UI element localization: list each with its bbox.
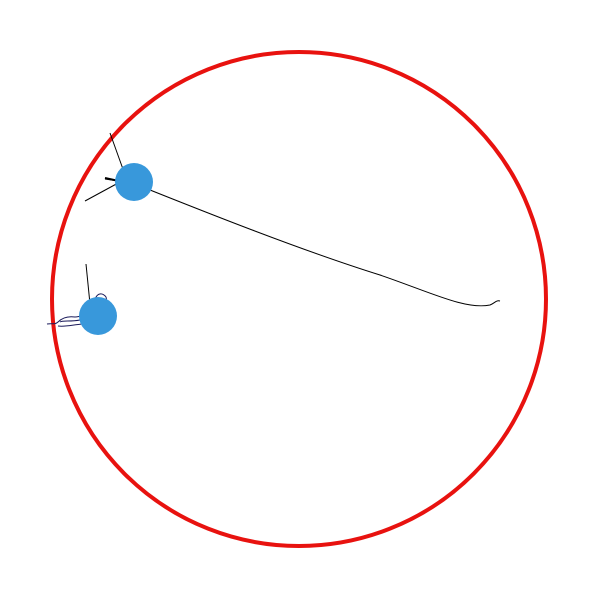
ball-1-marker-line [84, 181, 121, 202]
ball-2 [79, 297, 117, 335]
ball-2-marker-line [85, 263, 91, 305]
arena-boundary-ring [50, 50, 548, 548]
ball-1-marker-line [109, 132, 125, 173]
ball-1 [115, 163, 153, 201]
ball-1-trail [104, 178, 501, 307]
